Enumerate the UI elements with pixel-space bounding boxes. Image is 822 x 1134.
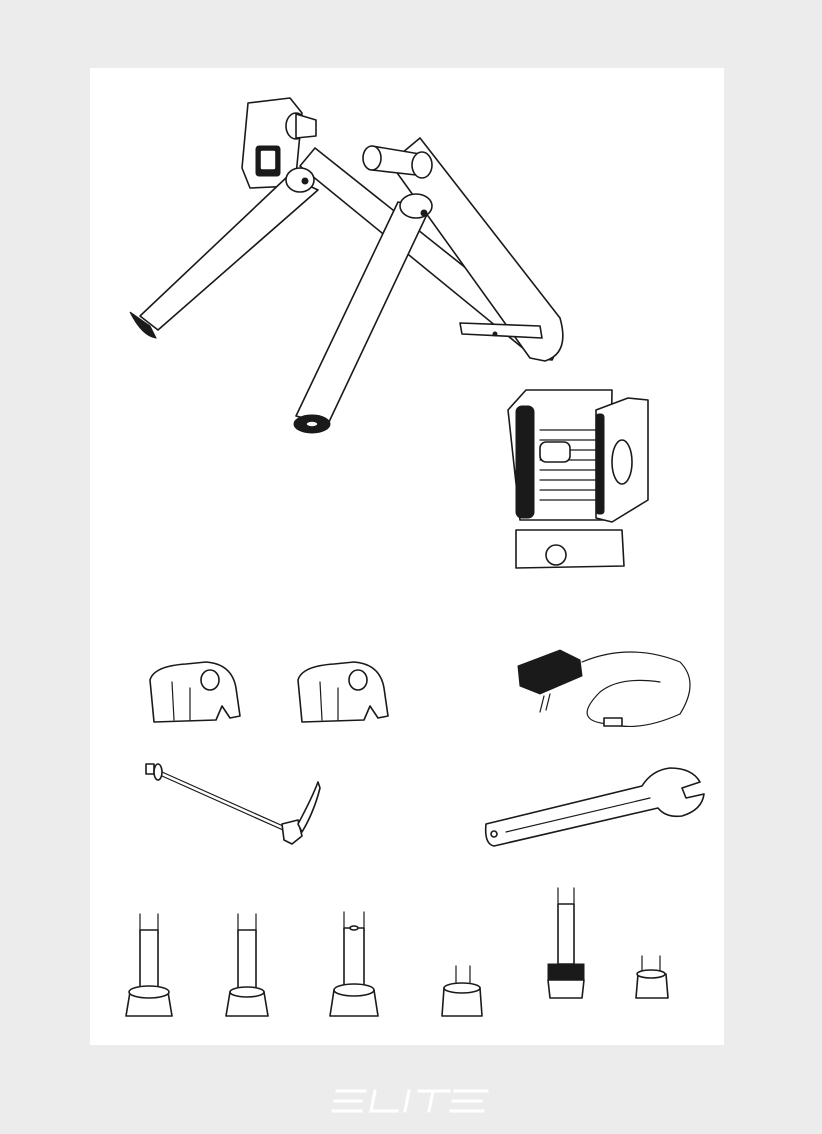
axle-adapters-illustration (90, 886, 724, 1026)
riser-block-illustration-1 (146, 658, 246, 728)
wrench-illustration (482, 764, 712, 854)
trainer-unit-illustration (492, 380, 662, 580)
brand-logo (0, 1088, 822, 1119)
quick-release-skewer-illustration (142, 758, 332, 858)
elite-logo-icon (331, 1088, 491, 1114)
power-adapter-illustration (510, 642, 700, 742)
riser-block-illustration-2 (294, 658, 394, 728)
parts-sheet (90, 68, 724, 1045)
